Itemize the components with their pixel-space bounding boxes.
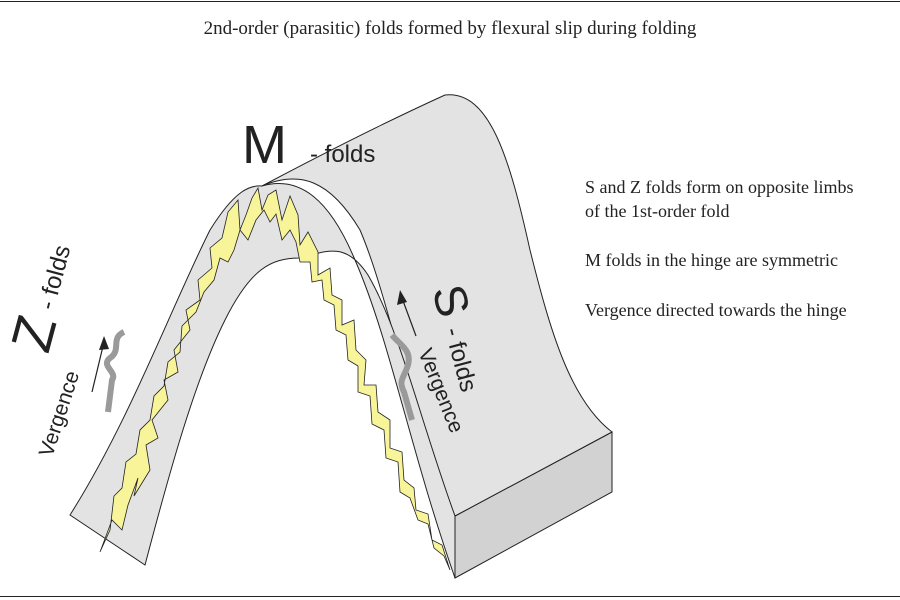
bottom-border: [0, 596, 900, 597]
top-border: [0, 1, 900, 2]
note-line-2: of the 1st-order fold: [585, 201, 729, 221]
fold-front-profile: [69, 182, 456, 579]
right-vergence-arrow-shaft: [401, 297, 417, 337]
diagram-title: 2nd-order (parasitic) folds formed by fl…: [204, 18, 697, 39]
note-line-4: Vergence directed towards the hinge: [585, 300, 847, 320]
m-letter: M: [242, 115, 287, 175]
parasitic-fold-layer: [99, 186, 451, 571]
note-line-1: S and Z folds form on opposite limbs: [585, 177, 854, 197]
note-line-3: M folds in the hinge are symmetric: [585, 250, 838, 270]
fold-upper-surface: [261, 94, 613, 517]
left-vergence-arrow-shaft: [91, 341, 105, 393]
z-letter: Z: [0, 309, 68, 358]
z-fold-symbol: [103, 329, 126, 413]
z-suffix: - folds: [33, 242, 76, 312]
right-vergence-arrow-head: [397, 290, 407, 305]
m-suffix: - folds: [310, 141, 375, 168]
left-vergence-arrow-head: [99, 336, 109, 350]
s-fold-symbol: [389, 333, 415, 421]
left-vergence-label: Vergence: [35, 368, 84, 460]
